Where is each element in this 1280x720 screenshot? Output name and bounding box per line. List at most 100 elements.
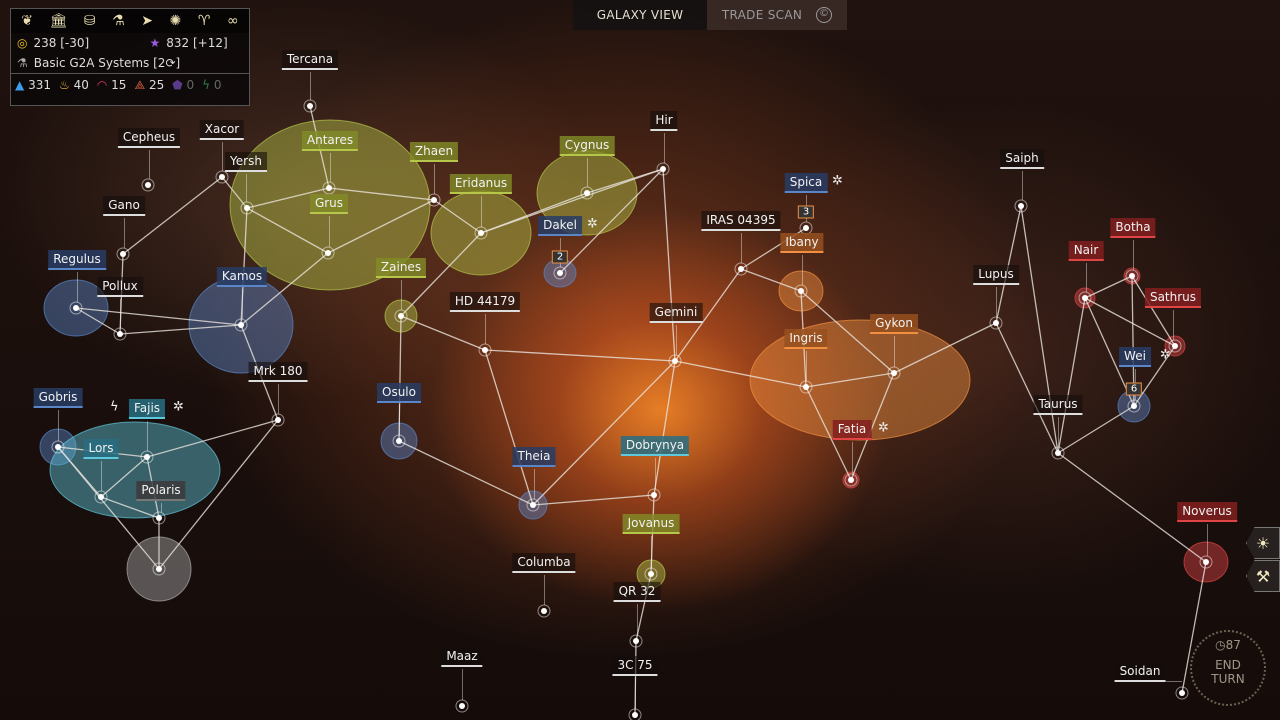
star-system[interactable] bbox=[633, 638, 639, 644]
end-turn-button[interactable]: ◷87 END TURN bbox=[1190, 630, 1266, 706]
system-label-wei[interactable]: Wei bbox=[1119, 347, 1151, 367]
star-system[interactable] bbox=[325, 250, 331, 256]
star-system[interactable] bbox=[993, 320, 999, 326]
star-system[interactable] bbox=[431, 197, 437, 203]
system-label-ingris[interactable]: Ingris bbox=[784, 329, 828, 349]
system-label-lupus[interactable]: Lupus bbox=[973, 265, 1019, 285]
star-system[interactable] bbox=[1203, 559, 1209, 565]
resource-luxury[interactable]: ⬟ 0 bbox=[172, 78, 195, 92]
star-system[interactable] bbox=[803, 225, 809, 231]
resource-industry[interactable]: ♨ 40 bbox=[58, 78, 89, 92]
star-system[interactable] bbox=[482, 347, 488, 353]
star-system[interactable] bbox=[120, 251, 126, 257]
sun-emblem-icon[interactable]: ✺ bbox=[169, 13, 182, 29]
star-system[interactable] bbox=[244, 205, 250, 211]
science-flask-icon[interactable]: ⚗ bbox=[112, 13, 125, 29]
laurel-icon[interactable]: ❦ bbox=[21, 13, 33, 29]
fleet-count-badge[interactable]: 6 bbox=[1125, 382, 1143, 396]
resource-strategic[interactable]: ⟁ 25 bbox=[134, 78, 165, 92]
star-system[interactable] bbox=[648, 571, 654, 577]
star-system[interactable] bbox=[307, 103, 313, 109]
star-system[interactable] bbox=[275, 417, 281, 423]
trophy-icon[interactable]: ♈ bbox=[197, 13, 211, 29]
star-system[interactable] bbox=[672, 358, 678, 364]
system-label-lors[interactable]: Lors bbox=[83, 439, 119, 459]
current-research[interactable]: ⚗ Basic G2A Systems [2⟳] bbox=[17, 56, 181, 70]
star-system[interactable] bbox=[145, 182, 151, 188]
military-ship-icon[interactable]: ➤ bbox=[141, 13, 153, 29]
curiosity-icon[interactable]: ✲ bbox=[878, 420, 889, 436]
star-system[interactable] bbox=[478, 230, 484, 236]
system-label-columba[interactable]: Columba bbox=[512, 553, 576, 573]
star-system[interactable] bbox=[73, 305, 79, 311]
star-system[interactable] bbox=[891, 370, 897, 376]
system-label-polaris[interactable]: Polaris bbox=[136, 481, 186, 501]
system-label-taurus[interactable]: Taurus bbox=[1033, 395, 1083, 415]
diplomacy-handshake-icon[interactable]: ∞ bbox=[226, 13, 239, 29]
system-label-tercana[interactable]: Tercana bbox=[281, 50, 339, 70]
system-label-saiph[interactable]: Saiph bbox=[1000, 149, 1044, 169]
system-label-ibany[interactable]: Ibany bbox=[780, 233, 824, 253]
resource-approval[interactable]: ◠ 15 bbox=[96, 78, 127, 92]
star-system[interactable] bbox=[557, 270, 563, 276]
senate-icon[interactable]: 🏛 bbox=[49, 13, 68, 29]
system-label-gykon[interactable]: Gykon bbox=[870, 314, 918, 334]
system-label-zhaen[interactable]: Zhaen bbox=[409, 142, 459, 162]
system-label-fatia[interactable]: Fatia bbox=[832, 420, 872, 440]
star-system[interactable] bbox=[651, 492, 657, 498]
star-system[interactable] bbox=[1172, 343, 1178, 349]
system-label-maaz[interactable]: Maaz bbox=[441, 647, 483, 667]
curiosity-icon[interactable]: ✲ bbox=[173, 399, 184, 415]
star-system[interactable] bbox=[144, 454, 150, 460]
star-system[interactable] bbox=[396, 438, 402, 444]
system-label-regulus[interactable]: Regulus bbox=[48, 250, 106, 270]
system-label-gobris[interactable]: Gobris bbox=[33, 388, 83, 408]
system-label-sathrus[interactable]: Sathrus bbox=[1144, 288, 1202, 308]
resource-food[interactable]: ▲ 331 bbox=[15, 78, 51, 92]
star-system[interactable] bbox=[848, 477, 854, 483]
system-label-theia[interactable]: Theia bbox=[512, 447, 556, 467]
system-label-3c-75[interactable]: 3C 75 bbox=[612, 656, 658, 676]
system-label-dobrynya[interactable]: Dobrynya bbox=[620, 436, 690, 456]
star-system[interactable] bbox=[459, 703, 465, 709]
star-system[interactable] bbox=[1018, 203, 1024, 209]
star-system[interactable] bbox=[1129, 273, 1135, 279]
system-label-pollux[interactable]: Pollux bbox=[97, 277, 143, 297]
system-label-jovanus[interactable]: Jovanus bbox=[622, 514, 680, 534]
tab-trade-scan[interactable]: TRADE SCAN© bbox=[707, 0, 847, 30]
system-label-dakel[interactable]: Dakel bbox=[538, 216, 582, 236]
star-system[interactable] bbox=[738, 266, 744, 272]
system-label-noverus[interactable]: Noverus bbox=[1177, 502, 1237, 522]
star-system[interactable] bbox=[1131, 403, 1137, 409]
star-system[interactable] bbox=[530, 502, 536, 508]
system-label-fajis[interactable]: Fajis bbox=[128, 399, 166, 419]
star-system[interactable] bbox=[1055, 450, 1061, 456]
curiosity-icon[interactable]: ✲ bbox=[1160, 347, 1171, 363]
star-system[interactable] bbox=[238, 322, 244, 328]
star-system[interactable] bbox=[98, 494, 104, 500]
star-system[interactable] bbox=[541, 608, 547, 614]
star-system[interactable] bbox=[156, 515, 162, 521]
system-label-nair[interactable]: Nair bbox=[1068, 241, 1104, 261]
system-label-osulo[interactable]: Osulo bbox=[377, 383, 421, 403]
system-label-gano[interactable]: Gano bbox=[103, 196, 145, 216]
star-system[interactable] bbox=[326, 185, 332, 191]
system-label-mrk-180[interactable]: Mrk 180 bbox=[248, 362, 308, 382]
system-label-soidan[interactable]: Soidan bbox=[1114, 662, 1166, 682]
star-system[interactable] bbox=[156, 566, 162, 572]
fleet-count-badge[interactable]: 3 bbox=[797, 205, 815, 219]
star-system[interactable] bbox=[1179, 690, 1185, 696]
star-system[interactable] bbox=[398, 313, 404, 319]
system-label-antares[interactable]: Antares bbox=[301, 131, 359, 151]
system-label-spica[interactable]: Spica bbox=[784, 173, 828, 193]
system-label-kamos[interactable]: Kamos bbox=[216, 267, 268, 287]
star-system[interactable] bbox=[584, 190, 590, 196]
curiosity-icon[interactable]: ✲ bbox=[832, 173, 843, 189]
star-system[interactable] bbox=[798, 288, 804, 294]
system-label-botha[interactable]: Botha bbox=[1110, 218, 1156, 238]
system-label-grus[interactable]: Grus bbox=[309, 194, 349, 214]
system-label-zaines[interactable]: Zaines bbox=[375, 258, 427, 278]
system-label-yersh[interactable]: Yersh bbox=[225, 152, 267, 172]
star-system[interactable] bbox=[55, 444, 61, 450]
